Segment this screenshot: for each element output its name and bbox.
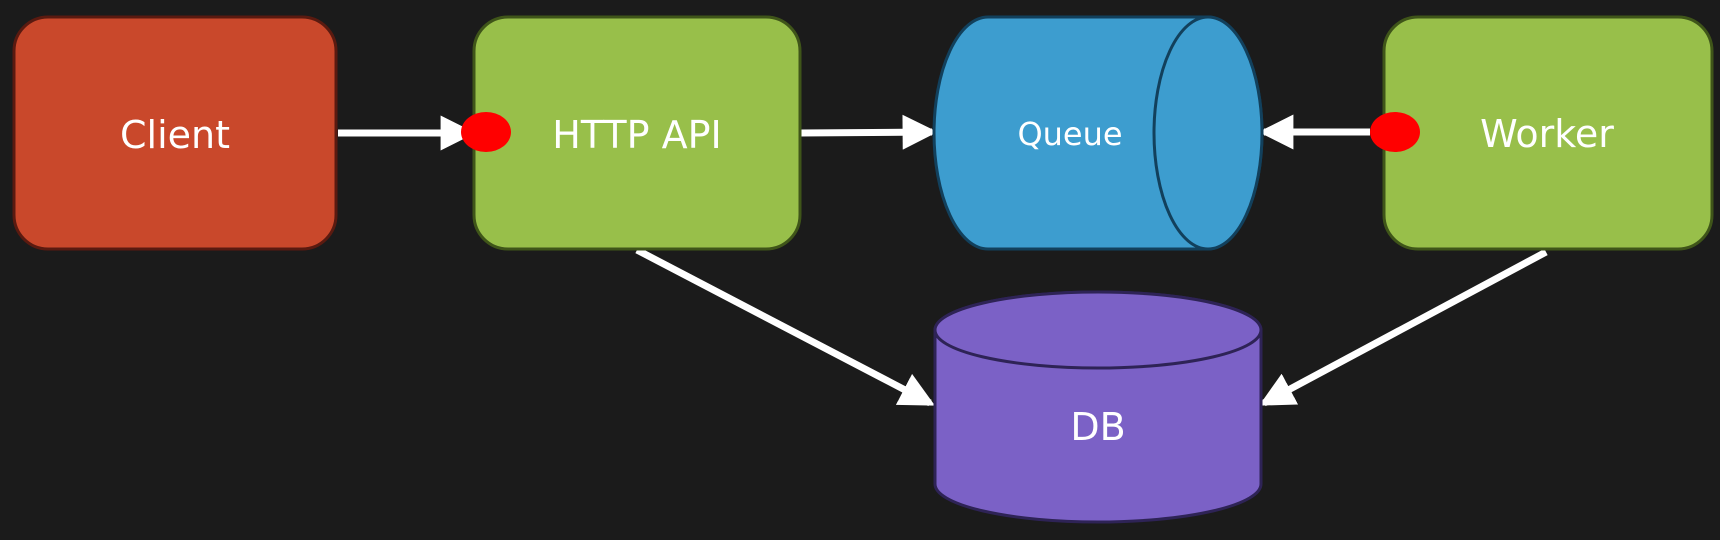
node-http-api[interactable]: HTTP API	[472, 15, 802, 251]
node-label: DB	[1070, 405, 1125, 449]
edges-layer	[338, 114, 1548, 407]
connection-dot-worker[interactable]	[1370, 112, 1420, 152]
node-label: Queue	[1017, 115, 1122, 153]
node-client[interactable]: Client	[12, 15, 338, 251]
node-label: HTTP API	[552, 113, 721, 157]
node-worker[interactable]: Worker	[1382, 15, 1714, 251]
cylinder-top-cap	[933, 290, 1263, 370]
cylinder-end-cap	[1152, 15, 1264, 251]
edge-http-api-to-db[interactable]	[635, 246, 935, 407]
node-shape	[12, 15, 338, 251]
connection-dot-http-api[interactable]	[461, 112, 511, 152]
node-label: Worker	[1480, 112, 1614, 156]
node-queue[interactable]: Queue	[932, 15, 1264, 251]
edge-worker-to-db[interactable]	[1259, 248, 1548, 407]
edge-http-api-to-queue[interactable]	[799, 114, 938, 150]
markers-layer	[461, 112, 1420, 152]
node-db[interactable]: DB	[933, 290, 1263, 524]
node-label: Client	[120, 113, 230, 157]
